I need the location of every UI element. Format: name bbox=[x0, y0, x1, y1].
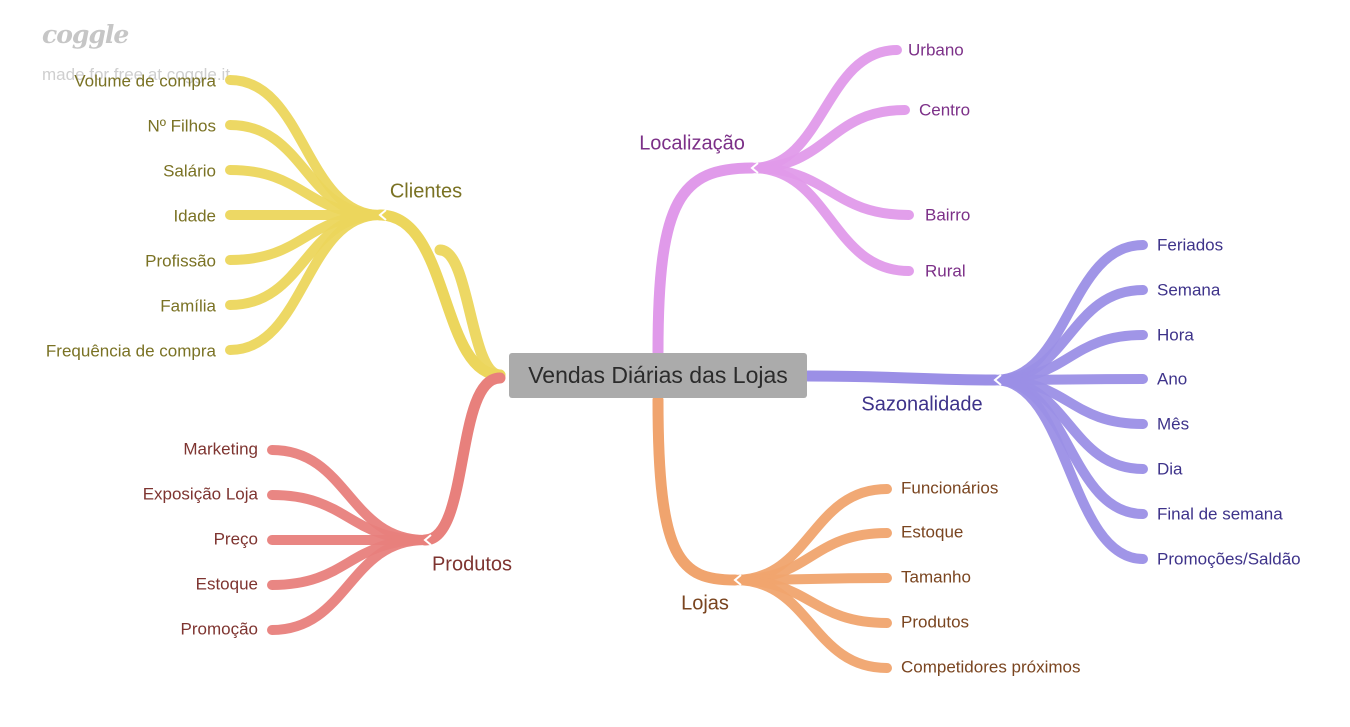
branch-label-clientes[interactable]: Clientes bbox=[390, 180, 462, 202]
leaf-clientes[interactable]: Volume de compra bbox=[74, 71, 216, 90]
branch-label-localizacao[interactable]: Localização bbox=[639, 132, 745, 154]
hub-chevron-icon bbox=[993, 374, 1002, 386]
leaf-clientes[interactable]: Idade bbox=[173, 206, 216, 225]
leaf-sazonalidade[interactable]: Final de semana bbox=[1157, 504, 1283, 523]
leaf-sazonalidade[interactable]: Feriados bbox=[1157, 235, 1223, 254]
leaf-line-lojas bbox=[730, 575, 892, 673]
leaf-localizacao[interactable]: Centro bbox=[919, 100, 970, 119]
leaf-localizacao[interactable]: Bairro bbox=[925, 205, 970, 224]
leaf-clientes[interactable]: Família bbox=[160, 296, 216, 315]
leaf-line-localizacao bbox=[747, 163, 914, 276]
leaf-sazonalidade[interactable]: Hora bbox=[1157, 325, 1194, 344]
branch-label-produtos[interactable]: Produtos bbox=[432, 553, 512, 575]
leaf-lojas[interactable]: Competidores próximos bbox=[901, 657, 1081, 676]
hub-chevron-icon bbox=[378, 209, 387, 221]
leaf-sazonalidade[interactable]: Promoções/Saldão bbox=[1157, 549, 1301, 568]
leaf-produtos[interactable]: Estoque bbox=[196, 574, 258, 593]
leaf-produtos[interactable]: Marketing bbox=[183, 439, 258, 458]
leaf-lojas[interactable]: Tamanho bbox=[901, 567, 971, 586]
leaf-lojas[interactable]: Estoque bbox=[901, 522, 963, 541]
branch-curve-produtos bbox=[419, 372, 506, 546]
leaf-clientes[interactable]: Profissão bbox=[145, 251, 216, 270]
leaf-line-sazonalidade bbox=[990, 375, 1148, 564]
hub-chevron-icon bbox=[750, 162, 759, 174]
leaf-lojas[interactable]: Funcionários bbox=[901, 478, 998, 497]
branch-curve-sazonalidade bbox=[802, 370, 1001, 386]
hub-chevron-icon bbox=[733, 574, 742, 586]
branch-curve-clientes bbox=[374, 209, 506, 381]
leaf-produtos[interactable]: Promoção bbox=[181, 619, 258, 638]
central-topic[interactable]: Vendas Diárias das Lojas bbox=[509, 353, 807, 398]
branch-curve-lojas bbox=[652, 394, 741, 586]
leaf-clientes[interactable]: Salário bbox=[163, 161, 216, 180]
leaf-produtos[interactable]: Preço bbox=[214, 529, 258, 548]
leaf-clientes[interactable]: Frequência de compra bbox=[46, 341, 217, 360]
leaf-sazonalidade[interactable]: Dia bbox=[1157, 459, 1183, 478]
leaf-localizacao[interactable]: Urbano bbox=[908, 40, 964, 59]
branch-label-lojas[interactable]: Lojas bbox=[681, 592, 729, 614]
leaf-sazonalidade[interactable]: Semana bbox=[1157, 280, 1221, 299]
leaf-sazonalidade[interactable]: Ano bbox=[1157, 369, 1187, 388]
leaf-produtos[interactable]: Exposição Loja bbox=[143, 484, 259, 503]
leaf-line-clientes bbox=[225, 210, 385, 355]
leaf-localizacao[interactable]: Rural bbox=[925, 261, 966, 280]
branch-curve-localizacao bbox=[652, 162, 758, 358]
leaf-sazonalidade[interactable]: Mês bbox=[1157, 414, 1189, 433]
coggle-logo: coggle bbox=[42, 20, 129, 49]
leaf-lojas[interactable]: Produtos bbox=[901, 612, 969, 631]
coggle-tagline: made for free at coggle.it bbox=[42, 65, 231, 84]
branch-label-sazonalidade[interactable]: Sazonalidade bbox=[861, 393, 982, 415]
leaf-clientes[interactable]: Nº Filhos bbox=[147, 116, 216, 135]
leaf-line-produtos bbox=[267, 535, 430, 635]
hub-chevron-icon bbox=[423, 534, 432, 546]
